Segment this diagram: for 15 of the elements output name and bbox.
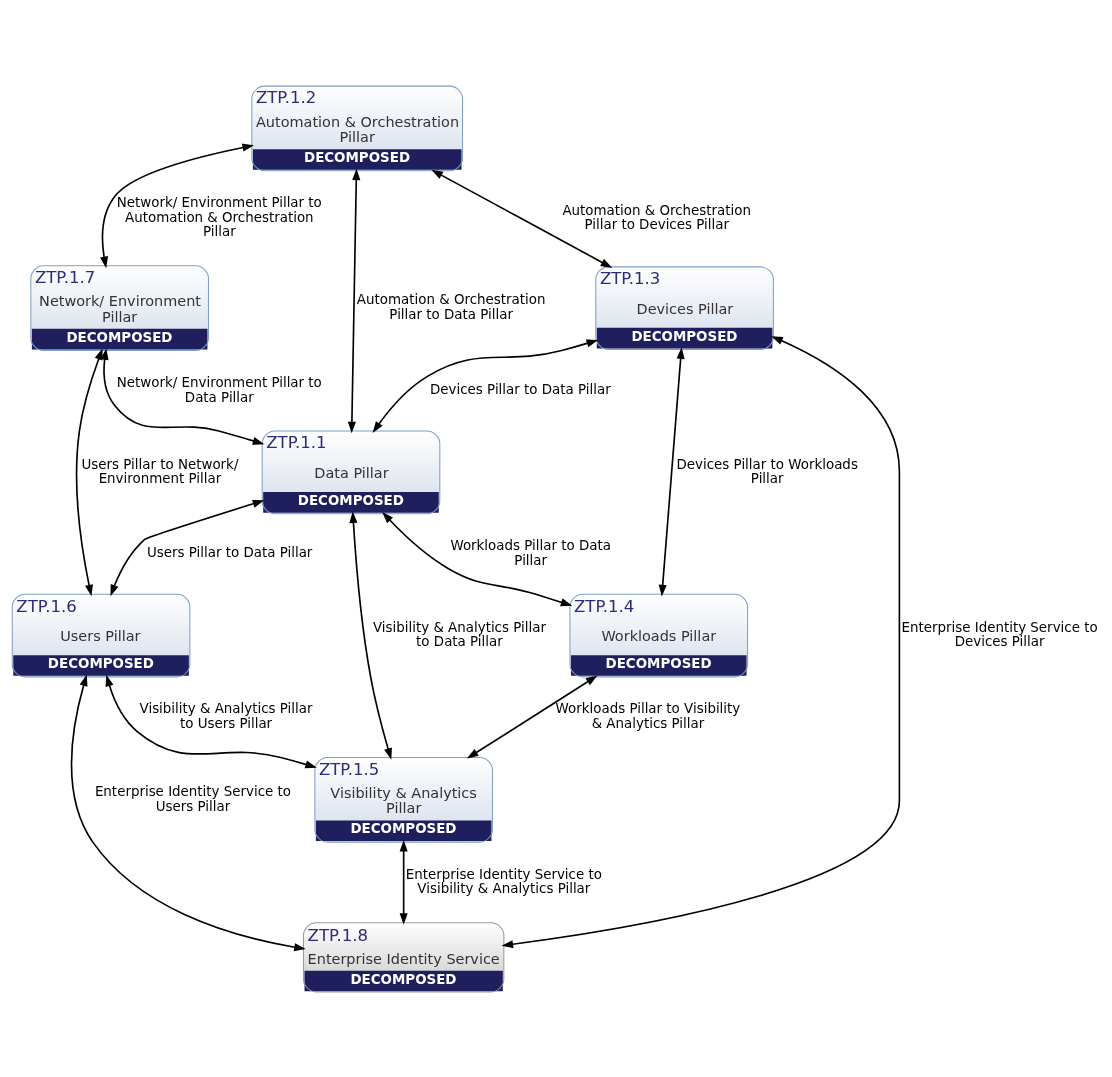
edge-label: Enterprise Identity Service to Devices Pillar — [901, 619, 1098, 649]
edge-label: Visibility & Analytics Pillar to Users Pillar — [139, 700, 313, 731]
edge-label: Devices Pillar to Data Pillar — [430, 381, 611, 397]
edge-label: Network/ Environment Pillar to Automation & Orchestration Pillar — [116, 194, 322, 239]
edge-label: Enterprise Identity Service to Visibility & Analytics Pillar — [405, 866, 602, 896]
edge-label: Workloads Pillar to Visibility & Analytics Pillar — [555, 700, 741, 731]
edge-label: Visibility & Analytics Pillar to Data Pillar — [372, 619, 546, 649]
edge-label: Automation & Orchestration Pillar to Devices Pillar — [562, 202, 751, 232]
edge-label: Enterprise Identity Service to Users Pillar — [94, 783, 292, 814]
edge-label: Network/ Environment Pillar to Data Pillar — [116, 374, 322, 405]
edge-label: Automation & Orchestration Pillar to Data Pillar — [356, 291, 546, 322]
edge-label: Workloads Pillar to Data Pillar — [450, 537, 611, 568]
edge-label: Users Pillar to Data Pillar — [146, 544, 313, 560]
edge-label: Users Pillar to Network/ Environment Pillar — [81, 456, 239, 486]
edge-label: Devices Pillar to Workloads Pillar — [676, 456, 858, 486]
